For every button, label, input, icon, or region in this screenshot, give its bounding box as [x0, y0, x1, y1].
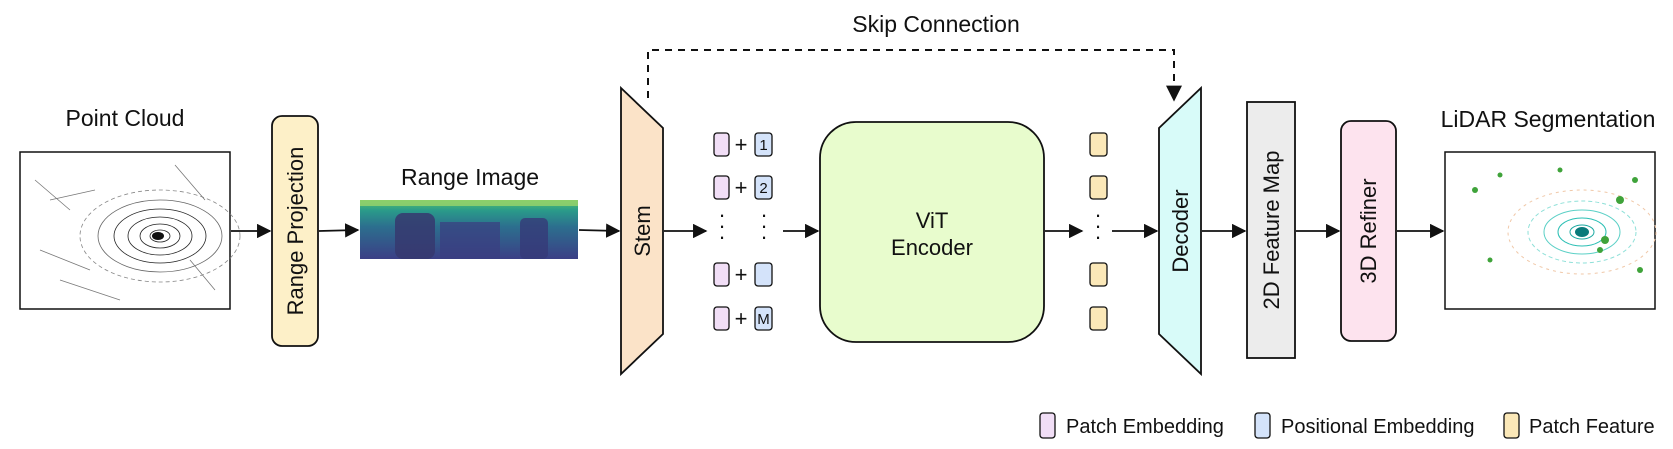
legend-patch-feature-label: Patch Feature [1529, 416, 1655, 438]
ellipsis-dot: · [1094, 224, 1101, 249]
lidar-segmentation-label: LiDAR Segmentation [1441, 106, 1656, 132]
ellipsis-dot: · [1094, 213, 1101, 238]
lidar-segmentation-image [1444, 151, 1657, 310]
patch-feature-column: · · · [1089, 132, 1108, 331]
stem-block: Stem [620, 85, 664, 377]
point-cloud-label: Point Cloud [66, 105, 185, 131]
positional-embedding-token [754, 175, 773, 200]
stem-label: Stem [630, 205, 655, 256]
positional-embedding-token [754, 306, 773, 331]
positional-index: 1 [759, 137, 767, 154]
range-projection-block: Range Projection [271, 115, 319, 347]
patch-feature-token [1089, 262, 1108, 287]
refiner-label: 3D Refiner [1356, 178, 1381, 283]
range-image [360, 200, 578, 259]
vit-encoder-label-line2: Encoder [891, 235, 973, 260]
positional-index: M [757, 311, 770, 328]
decoder-label: Decoder [1168, 189, 1193, 272]
refiner-block: 3D Refiner [1340, 120, 1397, 342]
plus-sign: + [735, 175, 748, 200]
flow-arrows [231, 223, 1445, 239]
patch-embedding-token [713, 262, 730, 287]
legend-patch-feature-swatch [1503, 412, 1520, 439]
positional-index: 2 [759, 180, 767, 197]
ellipsis-dot: · [760, 224, 767, 249]
ellipsis-dot: · [718, 213, 725, 238]
token-column: + 1 + 2 · · · · · · + + M [713, 132, 773, 331]
legend-patch-embedding-label: Patch Embedding [1066, 416, 1224, 438]
positional-embedding-token [754, 132, 773, 157]
range-image-label: Range Image [401, 164, 539, 190]
point-cloud-image [19, 151, 241, 310]
ellipsis-dot: · [760, 202, 767, 227]
patch-embedding-token [713, 306, 730, 331]
plus-sign: + [735, 262, 748, 287]
legend-positional-embedding-label: Positional Embedding [1281, 416, 1474, 438]
feature-map-label: 2D Feature Map [1259, 151, 1284, 310]
ellipsis-dot: · [760, 213, 767, 238]
ellipsis-dot: · [718, 202, 725, 227]
plus-sign: + [735, 306, 748, 331]
legend-patch-embedding-swatch [1039, 412, 1056, 439]
skip-connection-arrow [647, 49, 1182, 102]
patch-feature-token [1089, 175, 1108, 200]
patch-feature-token [1089, 306, 1108, 331]
patch-feature-token [1089, 132, 1108, 157]
legend-positional-embedding-swatch [1254, 412, 1271, 439]
vit-encoder-block: ViT Encoder [819, 121, 1045, 343]
vit-encoder-label-line1: ViT [916, 208, 949, 233]
positional-embedding-token [754, 262, 773, 287]
decoder-block: Decoder [1158, 85, 1202, 377]
patch-embedding-token [713, 175, 730, 200]
feature-map-block: 2D Feature Map [1246, 101, 1296, 359]
plus-sign: + [735, 132, 748, 157]
ellipsis-dot: · [718, 224, 725, 249]
legend: Patch Embedding Positional Embedding Pat… [1039, 412, 1655, 439]
skip-connection-label: Skip Connection [852, 11, 1020, 37]
range-projection-label: Range Projection [283, 147, 308, 316]
ellipsis-dot: · [1094, 202, 1101, 227]
patch-embedding-token [713, 132, 730, 157]
